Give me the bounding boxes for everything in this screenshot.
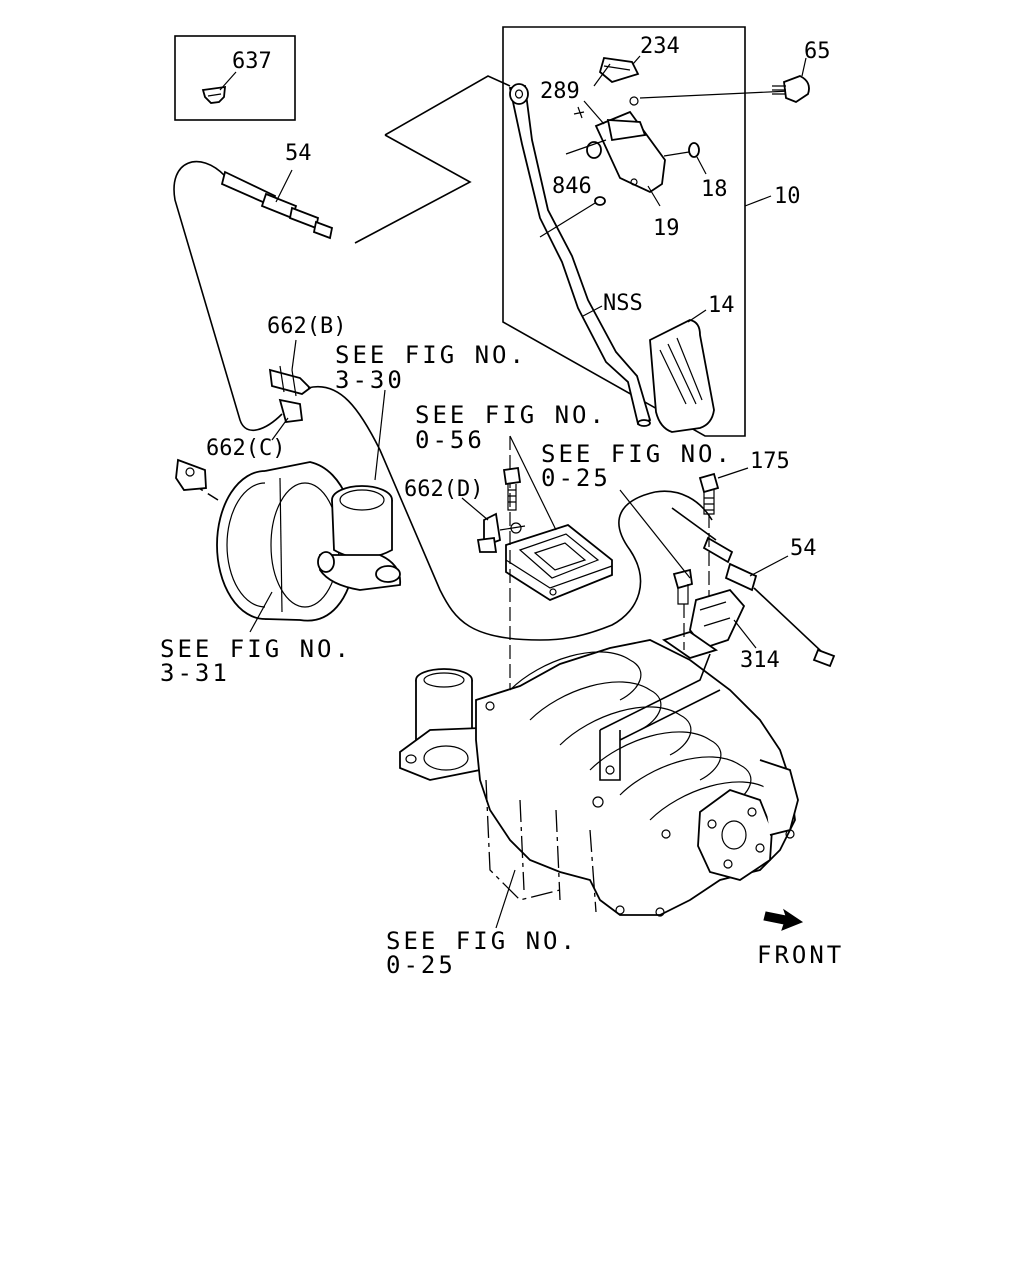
ecm-bolt bbox=[502, 466, 522, 511]
accelerator-cable-upper: 54 bbox=[173, 75, 511, 432]
callout-846: 846 bbox=[552, 174, 592, 199]
reference-0-25-upper: SEE FIG NO. 0-25 bbox=[541, 440, 733, 492]
reference-0-56: SEE FIG NO. 0-56 bbox=[415, 401, 607, 454]
brake-booster bbox=[175, 458, 357, 622]
callout-637: 637 bbox=[232, 49, 272, 74]
callout-175: 175 bbox=[750, 449, 790, 474]
bushing-846: 846 bbox=[552, 139, 607, 199]
reference-0-25-lower-line1: SEE FIG NO. bbox=[386, 927, 578, 955]
pin-289: 289 bbox=[540, 79, 605, 125]
engine-control-module bbox=[505, 435, 613, 690]
clip-662d: 662(D) bbox=[404, 477, 526, 553]
reference-3-31-line2: 3-31 bbox=[160, 659, 230, 687]
reference-3-30-line2: 3-30 bbox=[335, 366, 405, 394]
front-arrow-icon bbox=[763, 908, 804, 931]
reference-0-25-upper-line2: 0-25 bbox=[541, 464, 611, 492]
accelerator-cable-lower: 54 bbox=[671, 507, 836, 668]
callout-10: 10 bbox=[774, 184, 801, 209]
intake-manifold bbox=[399, 639, 799, 917]
reference-0-56-line2: 0-56 bbox=[415, 426, 485, 454]
cable-bracket-314: 314 bbox=[661, 588, 780, 673]
reference-3-31-line1: SEE FIG NO. bbox=[160, 635, 352, 663]
reference-0-25-upper-line1: SEE FIG NO. bbox=[541, 440, 733, 468]
reference-0-25-lower-line2: 0-25 bbox=[386, 951, 456, 979]
pedal-sensor-234: 234 bbox=[593, 34, 680, 87]
callout-289: 289 bbox=[540, 79, 580, 104]
clip-662c: 662(C) bbox=[206, 398, 304, 461]
front-label: FRONT bbox=[757, 941, 844, 969]
clip-662b: 662(B) bbox=[267, 314, 346, 397]
callout-65: 65 bbox=[804, 39, 831, 64]
reference-0-25-lower: SEE FIG NO. 0-25 bbox=[386, 927, 578, 979]
callout-54-lower: 54 bbox=[790, 536, 817, 561]
pedal-bracket-19: 19 bbox=[594, 90, 791, 241]
accelerator-pedal-arm bbox=[508, 83, 652, 427]
master-cylinder-reservoir bbox=[317, 485, 402, 591]
pedal-pad-14: 14 bbox=[649, 293, 735, 433]
front-direction-indicator: FRONT bbox=[757, 908, 844, 969]
reference-3-30-line1: SEE FIG NO. bbox=[335, 341, 527, 369]
callout-662d: 662(D) bbox=[404, 477, 483, 502]
washer-18: 18 bbox=[663, 142, 728, 202]
callout-nss: NSS bbox=[603, 291, 643, 316]
callout-19: 19 bbox=[653, 216, 680, 241]
callout-14: 14 bbox=[708, 293, 735, 318]
callout-18: 18 bbox=[701, 177, 728, 202]
callout-234: 234 bbox=[640, 34, 680, 59]
reference-0-56-line1: SEE FIG NO. bbox=[415, 401, 607, 429]
reference-3-31: SEE FIG NO. 3-31 bbox=[160, 635, 352, 687]
callout-662b: 662(B) bbox=[267, 314, 346, 339]
clip-637-part bbox=[201, 71, 237, 104]
pedal-assembly-frame: 10 bbox=[502, 26, 801, 437]
bolt-65: 65 bbox=[772, 39, 831, 104]
inset-box-637: 637 bbox=[174, 35, 296, 121]
reference-3-30: SEE FIG NO. 3-30 bbox=[335, 341, 527, 394]
callout-662c: 662(C) bbox=[206, 436, 285, 461]
callout-314: 314 bbox=[740, 648, 780, 673]
callout-54-upper: 54 bbox=[285, 141, 312, 166]
